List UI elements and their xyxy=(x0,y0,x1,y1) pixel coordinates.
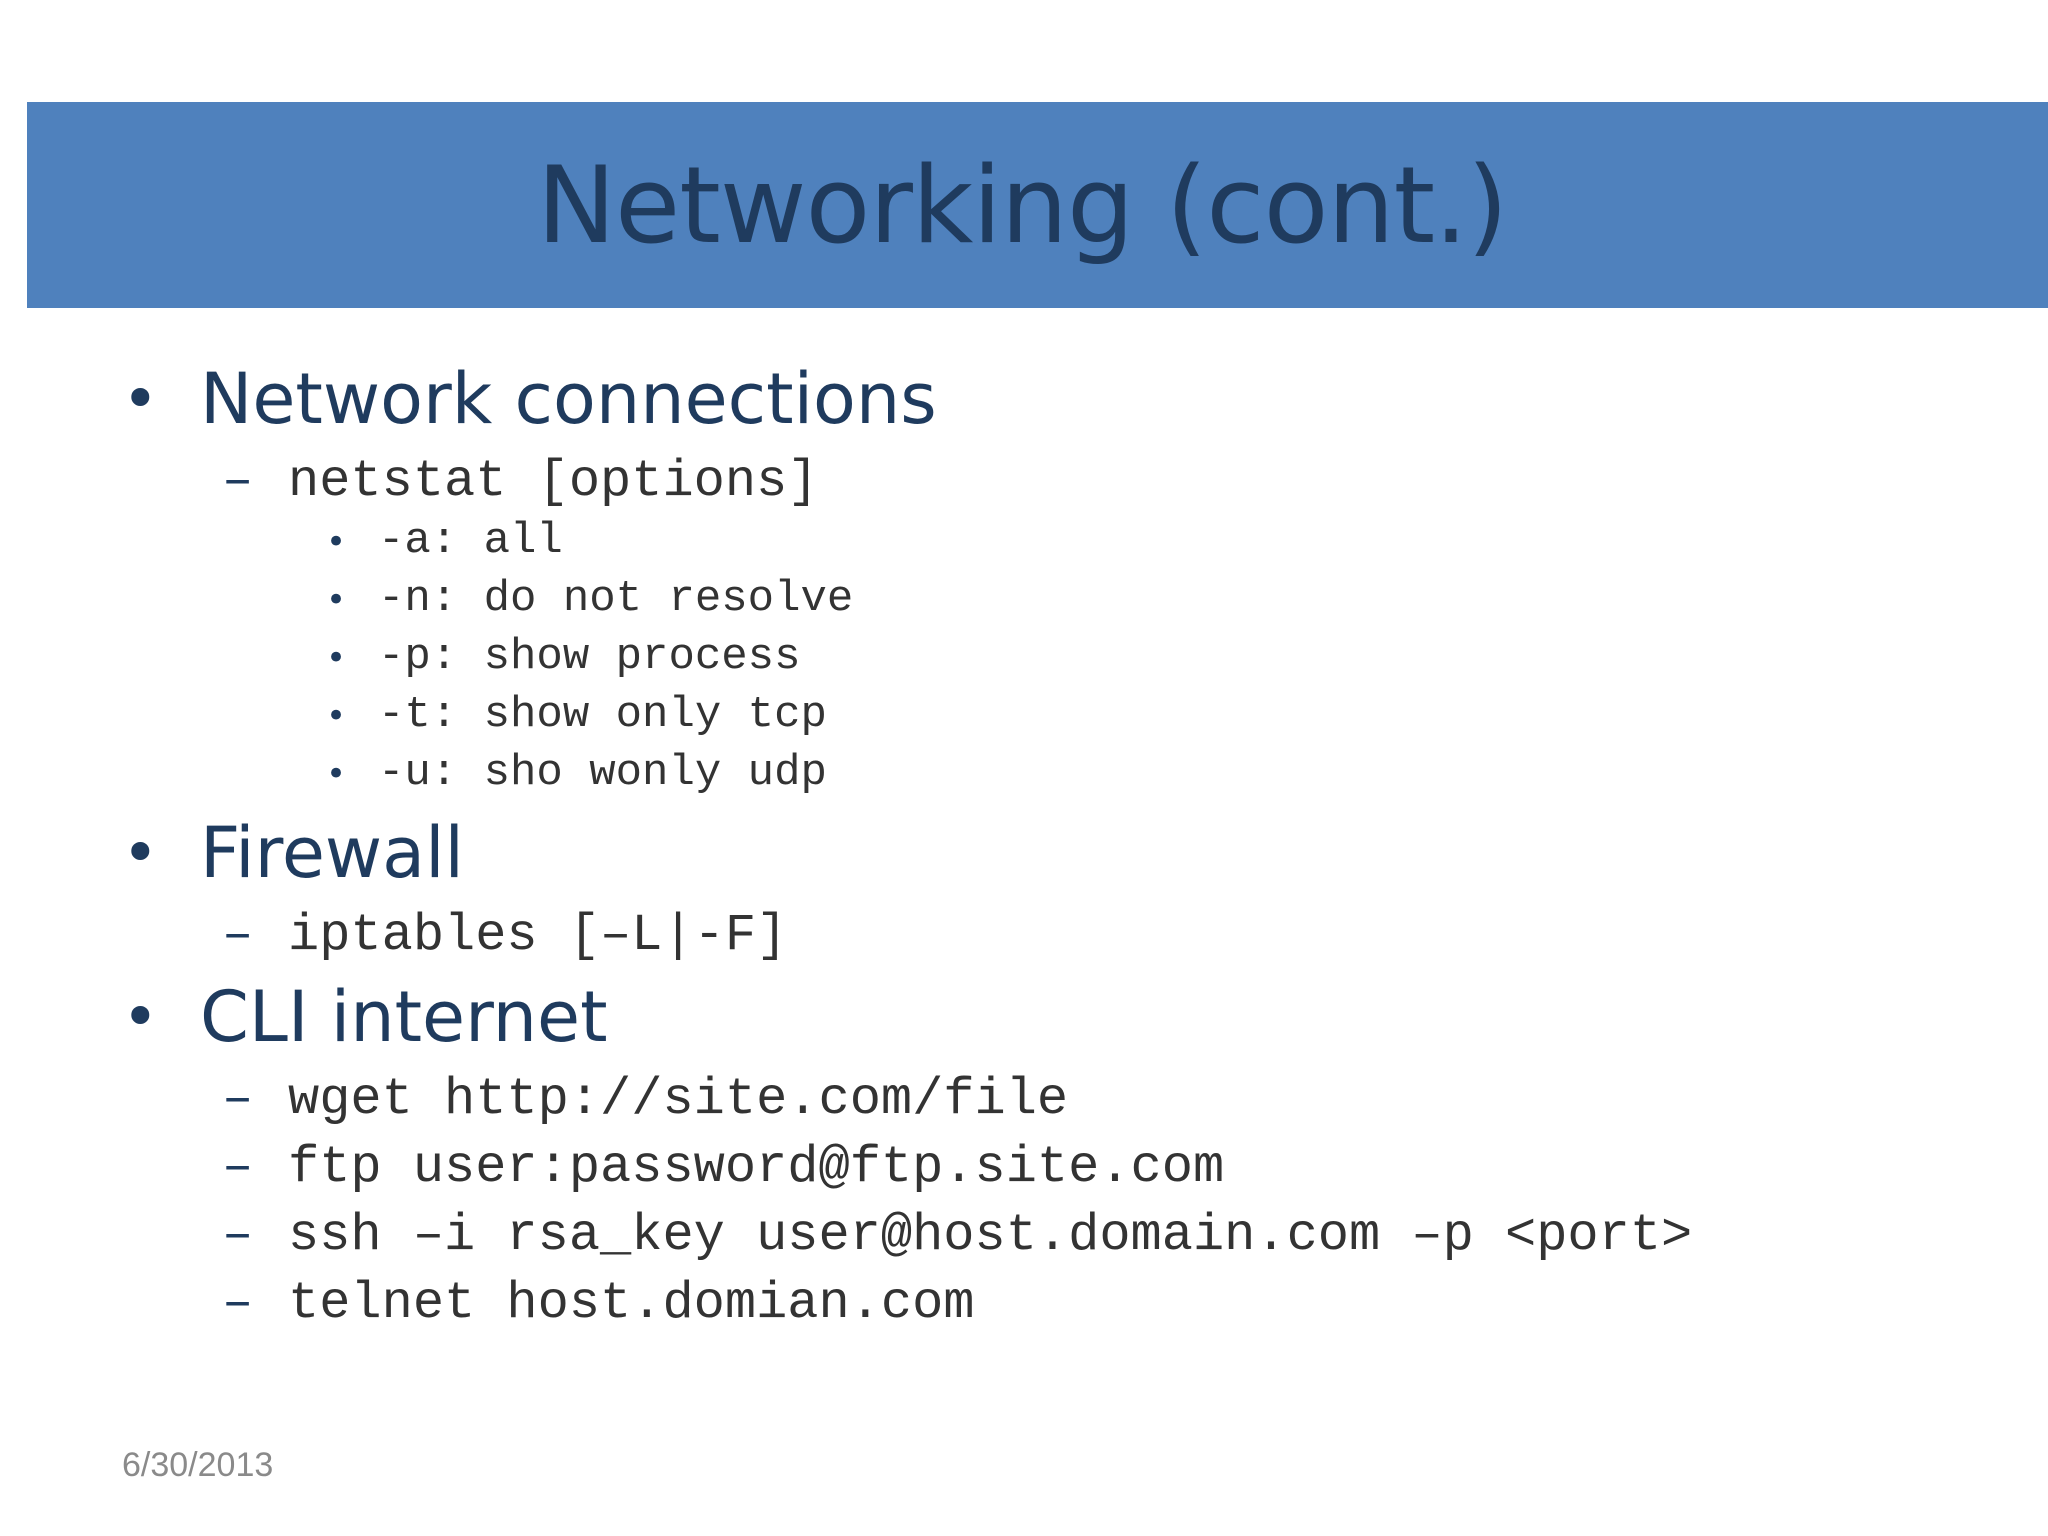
bullet-icon: • xyxy=(122,980,159,1053)
bullet-icon: • xyxy=(326,522,347,562)
dash-icon: – xyxy=(222,1070,254,1129)
bullet-icon: • xyxy=(326,754,347,794)
section-heading-cli-internet: CLI internet xyxy=(200,976,608,1058)
subitem-netstat-u: -u: sho wonly udp xyxy=(378,748,827,798)
bullet-icon: • xyxy=(326,580,347,620)
footer-date: 6/30/2013 xyxy=(122,1446,274,1484)
item-telnet: telnet host.domian.com xyxy=(288,1274,975,1333)
item-ssh: ssh –i rsa_key user@host.domain.com –p <… xyxy=(288,1206,1693,1265)
dash-icon: – xyxy=(222,1138,254,1197)
dash-icon: – xyxy=(222,452,254,511)
item-netstat: netstat [options] xyxy=(288,452,819,511)
subitem-netstat-p: -p: show process xyxy=(378,632,801,682)
bullet-icon: • xyxy=(122,362,159,435)
subitem-netstat-a: -a: all xyxy=(378,516,563,566)
item-iptables: iptables [–L|-F] xyxy=(288,906,788,965)
section-heading-firewall: Firewall xyxy=(200,812,464,894)
bullet-icon: • xyxy=(122,816,159,889)
bullet-icon: • xyxy=(326,696,347,736)
subitem-netstat-t: -t: show only tcp xyxy=(378,690,827,740)
dash-icon: – xyxy=(222,1274,254,1333)
slide-title: Networking (cont.) xyxy=(536,143,1508,267)
subitem-netstat-n: -n: do not resolve xyxy=(378,574,854,624)
item-ftp: ftp user:password@ftp.site.com xyxy=(288,1138,1225,1197)
dash-icon: – xyxy=(222,1206,254,1265)
section-heading-network-connections: Network connections xyxy=(200,358,937,440)
title-bar xyxy=(27,102,2048,308)
item-wget: wget http://site.com/file xyxy=(288,1070,1069,1129)
dash-icon: – xyxy=(222,906,254,965)
bullet-icon: • xyxy=(326,638,347,678)
